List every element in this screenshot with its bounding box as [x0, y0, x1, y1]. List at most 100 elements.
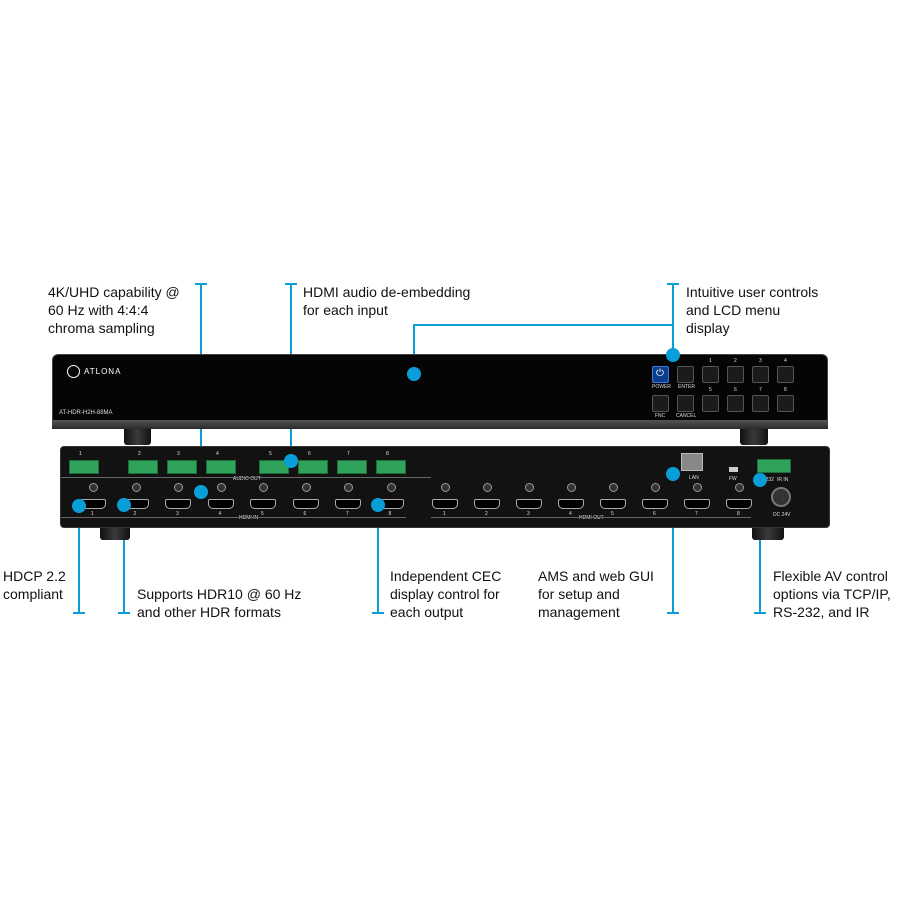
callout-dot — [666, 348, 680, 362]
callout-line: RS-232, and IR — [773, 604, 870, 620]
ir-out-port-6[interactable] — [651, 483, 660, 492]
callout-dot — [194, 485, 208, 499]
hdmi-in-number: 6 — [303, 511, 307, 517]
audio-out-terminal-3[interactable] — [167, 460, 197, 474]
hdmi-out-port-1[interactable] — [432, 499, 458, 509]
audio-out-terminal-2[interactable] — [128, 460, 158, 474]
button-number: 5 — [709, 387, 712, 393]
ir-out-port-5[interactable] — [609, 483, 618, 492]
ir-out-port-in-3[interactable] — [174, 483, 183, 492]
hdmi-out-port-5[interactable] — [600, 499, 626, 509]
cancel-button[interactable] — [677, 395, 694, 412]
ir-out-port-in-6[interactable] — [301, 483, 311, 492]
callout-line: for each input — [303, 302, 388, 318]
atlona-logo-icon — [67, 365, 80, 378]
front-foot-right — [740, 428, 768, 445]
callout-line: for setup and — [538, 586, 620, 602]
hdmi-out-port-7[interactable] — [684, 499, 710, 509]
input-button-8[interactable] — [777, 395, 794, 412]
enter-button[interactable] — [677, 366, 694, 383]
input-button-2[interactable] — [727, 366, 744, 383]
input-button-5[interactable] — [702, 395, 719, 412]
hdmi-in-port-5[interactable] — [250, 499, 276, 509]
ir-out-port-4[interactable] — [567, 483, 576, 492]
leader-line — [414, 324, 674, 326]
ir-out-port-in-1[interactable] — [89, 483, 98, 492]
callout-dot — [72, 499, 86, 513]
leader-tick — [73, 612, 85, 614]
callout-line: display — [686, 320, 730, 336]
callout-line: Intuitive user controls — [686, 284, 819, 300]
ir-in-label: IR IN — [777, 477, 789, 483]
rs232-ir-terminal[interactable] — [757, 459, 791, 473]
hdmi-in-port-3[interactable] — [165, 499, 191, 509]
model-label: AT-HDR-H2H-88MA — [59, 410, 113, 416]
button-number: 4 — [784, 358, 787, 364]
audio-out-terminal-7[interactable] — [337, 460, 367, 474]
ir-out-port-7[interactable] — [693, 483, 702, 492]
front-foot-left — [124, 428, 151, 445]
callout-line: 60 Hz with 4:4:4 — [48, 302, 149, 318]
callout-dot — [753, 473, 767, 487]
audio-out-terminal-4[interactable] — [206, 460, 236, 474]
callout-line: Flexible AV control — [773, 568, 888, 584]
hdmi-out-port-6[interactable] — [642, 499, 668, 509]
back-foot-right — [752, 527, 784, 540]
ir-out-port-in-2[interactable] — [131, 483, 141, 492]
hdmi-out-port-4[interactable] — [558, 499, 584, 509]
ir-out-port-in-5[interactable] — [259, 483, 268, 492]
hdmi-in-port-6[interactable] — [292, 499, 319, 509]
ir-out-port-1[interactable] — [441, 483, 450, 492]
fnc-button[interactable] — [652, 395, 669, 412]
power-button[interactable]: ⏻ — [652, 366, 669, 383]
hdmi-out-number: 8 — [737, 511, 740, 517]
fw-port[interactable] — [729, 467, 738, 472]
hdmi-out-port-8[interactable] — [726, 499, 752, 509]
leader-tick — [667, 283, 679, 285]
input-button-4[interactable] — [777, 366, 794, 383]
hdmi-in-number: 4 — [218, 511, 222, 517]
button-number: 7 — [759, 387, 762, 393]
audio-out-number: 6 — [308, 451, 311, 457]
audio-out-terminal-1[interactable] — [69, 460, 99, 474]
audio-out-number: 8 — [386, 451, 389, 457]
callout-audio: HDMI audio de-embedding for each input — [303, 283, 470, 319]
audio-out-number: 7 — [347, 451, 350, 457]
leader-line — [78, 506, 80, 613]
hdmi-out-port-2[interactable] — [474, 499, 500, 509]
dc-power-port[interactable] — [771, 487, 791, 507]
fw-label: FW — [729, 476, 737, 482]
hdmi-out-number: 3 — [527, 511, 530, 517]
hdmi-in-port-4[interactable] — [207, 499, 234, 509]
ir-out-port-8[interactable] — [735, 483, 744, 492]
power-icon: ⏻ — [656, 368, 664, 379]
callout-line: chroma sampling — [48, 320, 155, 336]
lan-port[interactable] — [681, 453, 703, 471]
hdmi-in-port-7[interactable] — [335, 499, 361, 509]
hdmi-out-number: 6 — [653, 511, 656, 517]
ir-out-port-3[interactable] — [525, 483, 534, 492]
input-button-3[interactable] — [752, 366, 769, 383]
callout-line: HDMI audio de-embedding — [303, 284, 471, 300]
ir-out-port-in-7[interactable] — [344, 483, 353, 492]
ir-out-port-in-8[interactable] — [386, 483, 396, 492]
audio-out-number: 5 — [269, 451, 272, 457]
input-button-1[interactable] — [702, 366, 719, 383]
hdmi-out-port-3[interactable] — [516, 499, 542, 509]
input-button-6[interactable] — [727, 395, 744, 412]
callout-flex: Flexible AV control options via TCP/IP, RS… — [773, 567, 891, 621]
audio-out-terminal-8[interactable] — [376, 460, 406, 474]
ir-out-port-2[interactable] — [483, 483, 492, 492]
ir-out-port-in-4[interactable] — [216, 483, 226, 492]
audio-out-label: AUDIO OUT — [233, 476, 261, 482]
audio-out-terminal-6[interactable] — [298, 460, 328, 474]
hdmi-in-number: 3 — [176, 511, 179, 517]
callout-line: and other HDR formats — [137, 604, 281, 620]
callout-line: options via TCP/IP, — [773, 586, 891, 602]
input-button-7[interactable] — [752, 395, 769, 412]
